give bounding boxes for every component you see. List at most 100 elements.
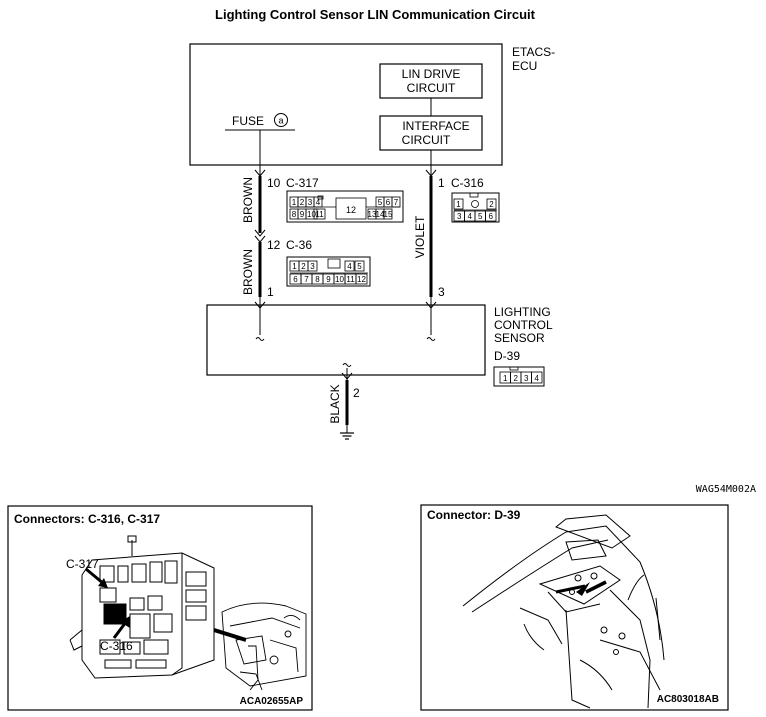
c316-pointer-arrow-icon	[112, 621, 128, 639]
left-connector-mid-label: C-36	[286, 238, 312, 252]
c317-pointer-head-icon	[98, 578, 108, 588]
c36-pin-6-label: 6	[293, 275, 298, 284]
etacs-unit-illustration	[69, 535, 215, 679]
c316-pin-5-label: 5	[478, 212, 483, 221]
c317-pin-9-label: 9	[300, 210, 305, 219]
left-pin-mid: 12	[267, 238, 281, 252]
windshield-illustration	[462, 514, 665, 709]
right-connector-top-label: C-316	[451, 176, 484, 190]
c317-pin-4-cell	[313, 196, 323, 208]
dashboard-pointer-icon	[213, 628, 247, 642]
panel-left-title: Connectors: C-316, C-317	[14, 512, 160, 526]
c316-pin-3-label: 3	[457, 212, 462, 221]
c36-pin-9-label: 9	[326, 275, 331, 284]
panel-right-code: AC803018AB	[657, 694, 719, 705]
panel-left-c317-label: C-317	[66, 557, 99, 571]
c36-pin-1-label: 1	[292, 262, 297, 271]
right-internal-squiggle	[426, 337, 436, 341]
fuse-label: FUSE	[232, 114, 264, 128]
d39-pin-3-label: 3	[524, 374, 529, 383]
d39-pin-4-label: 4	[535, 374, 540, 383]
etacs-label-line1: ETACS-	[512, 45, 555, 59]
c317-pin-10-label: 10	[307, 210, 316, 219]
panel-connector-d39: Connector: D-39 AC803018AB	[420, 504, 729, 711]
c36-pin-4-cell	[344, 260, 355, 272]
c317-pin-11-cell	[313, 208, 326, 220]
left-wire-color-bottom: BROWN	[241, 249, 255, 295]
interface-label-line1: INTERFACE	[402, 119, 469, 133]
c317-pin-6-label: 6	[386, 198, 391, 207]
left-pin-bottom: 1	[267, 285, 274, 299]
c36-pin-5-cell	[354, 260, 365, 272]
ground-internal-squiggle	[342, 363, 352, 367]
c317-pin-5-label: 5	[378, 198, 383, 207]
ground-arrow-icon	[341, 372, 353, 380]
panel-connectors-c316-c317: Connectors: C-316, C-317	[7, 505, 313, 711]
c317-pin-1-label: 1	[292, 198, 297, 207]
sensor-label-line2: CONTROL	[494, 318, 553, 332]
c36-pin-12-label: 12	[357, 275, 366, 284]
panel-left-c316-label: C-316	[100, 639, 133, 653]
panel-right-title: Connector: D-39	[427, 508, 521, 522]
sensor-label-line1: LIGHTING	[494, 305, 551, 319]
c316-pin-1-cell	[453, 198, 464, 210]
c316-pin-6-cell	[485, 210, 497, 222]
c36-pin-3-label: 3	[310, 262, 315, 271]
c317-pin-4-label: 4	[316, 198, 321, 207]
etacs-label-line2: ECU	[512, 59, 537, 73]
c316-pin-4-label: 4	[468, 212, 473, 221]
left-pin-top: 10	[267, 176, 281, 190]
right-pin-bottom: 3	[438, 285, 445, 299]
fuse-marker-label: a	[278, 116, 283, 126]
ground-symbol-icon	[340, 432, 354, 440]
left-internal-squiggle	[255, 337, 265, 341]
c317-pin-15-cell	[383, 208, 393, 220]
c36-pin-8-label: 8	[315, 275, 320, 284]
d39-pointer-head-icon	[576, 582, 590, 596]
c317-pin-7-label: 7	[394, 198, 399, 207]
d39-pin-4-cell	[531, 371, 543, 384]
c317-pin-13-label: 13	[368, 210, 377, 219]
c36-pin-3-cell	[307, 260, 318, 272]
sensor-label-line3: SENSOR	[494, 331, 545, 345]
c316-pointer-head-icon	[120, 616, 130, 628]
c36-pin-4-label: 4	[347, 262, 352, 271]
diagram-title: Lighting Control Sensor LIN Communicatio…	[215, 7, 536, 22]
etacs-ecu-box	[189, 43, 503, 166]
c317-pin-8-label: 8	[292, 210, 297, 219]
ground-wire-color: BLACK	[328, 384, 342, 423]
d39-pointer-right-icon	[585, 580, 607, 594]
c316-pin-1-label: 1	[456, 200, 461, 209]
right-pin-top: 1	[438, 176, 445, 190]
right-bottom-arrow-icon	[425, 301, 437, 309]
c317-pin-3-label: 3	[308, 198, 313, 207]
c316-pin-6-label: 6	[489, 212, 494, 221]
c317-pin-14-label: 14	[376, 210, 385, 219]
c317-pin-15-label: 15	[384, 210, 393, 219]
diagram-code: WAG54M002A	[696, 484, 756, 495]
lin-drive-label-line1: LIN DRIVE	[402, 67, 461, 81]
d39-pin-2-label: 2	[514, 374, 519, 383]
d39-pointer-left-icon	[555, 584, 586, 594]
fuse-marker-circle	[274, 113, 288, 127]
c36-pin-11-label: 11	[346, 275, 355, 284]
right-wire-color: VIOLET	[413, 215, 427, 258]
sensor-connector-label: D-39	[494, 349, 520, 363]
c316-pin-2-cell	[486, 198, 497, 210]
c317-pin-7-cell	[391, 196, 401, 208]
c36-pin-10-label: 10	[335, 275, 344, 284]
c317-pointer-arrow-icon	[85, 567, 105, 586]
c317-pin-11-label: 11	[315, 210, 324, 219]
left-connector-top-label: C-317	[286, 176, 319, 190]
c316-pin-2-label: 2	[489, 200, 494, 209]
c36-pin-2-label: 2	[301, 262, 306, 271]
interface-label-line2: CIRCUIT	[402, 133, 451, 147]
dashboard-illustration	[221, 602, 307, 691]
ground-pin: 2	[353, 386, 360, 400]
